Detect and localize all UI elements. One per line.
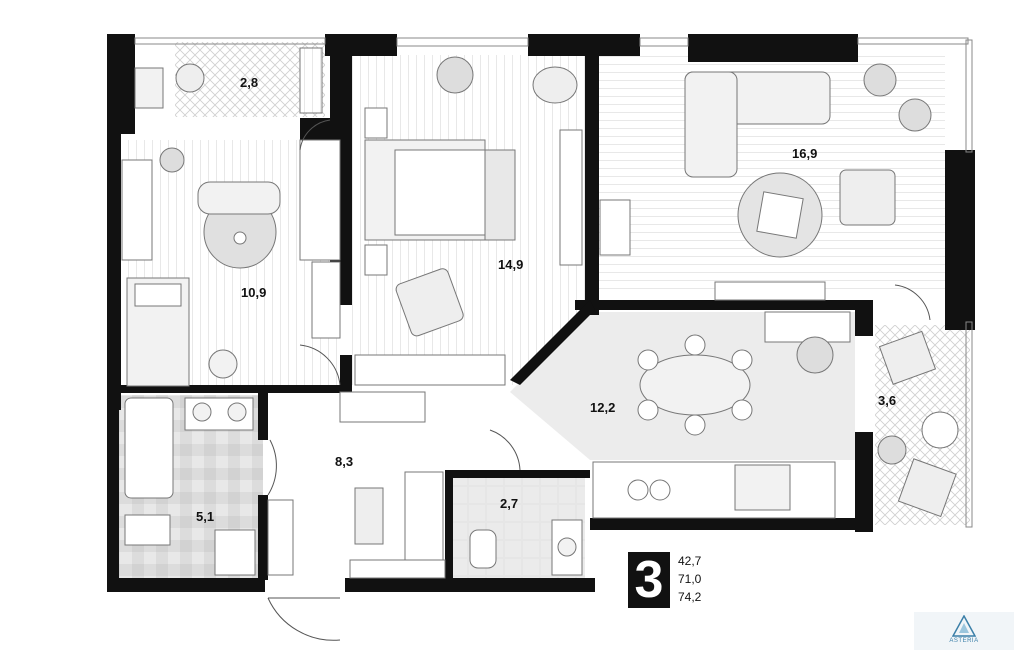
area-label-living-room: 16,9: [792, 146, 817, 161]
area-label-balcony-office: 2,8: [240, 75, 258, 90]
rooms-count-badge: 3: [628, 552, 670, 608]
area-label-wc: 2,7: [500, 496, 518, 511]
living-area-value: 42,7: [678, 554, 702, 568]
windows: [134, 37, 973, 528]
area-label-bathroom: 5,1: [196, 509, 214, 524]
area-label-bedroom-kids: 10,9: [241, 285, 266, 300]
triangle-logo-icon: [952, 615, 976, 637]
area-label-kitchen-dining: 12,2: [590, 400, 615, 415]
floors: [118, 42, 970, 580]
area-summary: 42,7 71,0 74,2: [678, 552, 701, 606]
area-label-bedroom-master: 14,9: [498, 257, 523, 272]
walls: [107, 34, 975, 592]
area-labels: 2,8 10,9 14,9 16,9 12,2 3,6 8,3 5,1 2,7: [196, 75, 896, 524]
area-label-balcony-east: 3,6: [878, 393, 896, 408]
total-area-value: 71,0: [678, 572, 702, 586]
company-logo: ASTERIA: [914, 612, 1014, 650]
furniture: [121, 47, 959, 579]
door-swings: [267, 119, 931, 641]
total-with-balconies-value: 74,2: [678, 590, 702, 604]
logo-text: ASTERIA: [949, 638, 979, 644]
area-label-hallway: 8,3: [335, 454, 353, 469]
